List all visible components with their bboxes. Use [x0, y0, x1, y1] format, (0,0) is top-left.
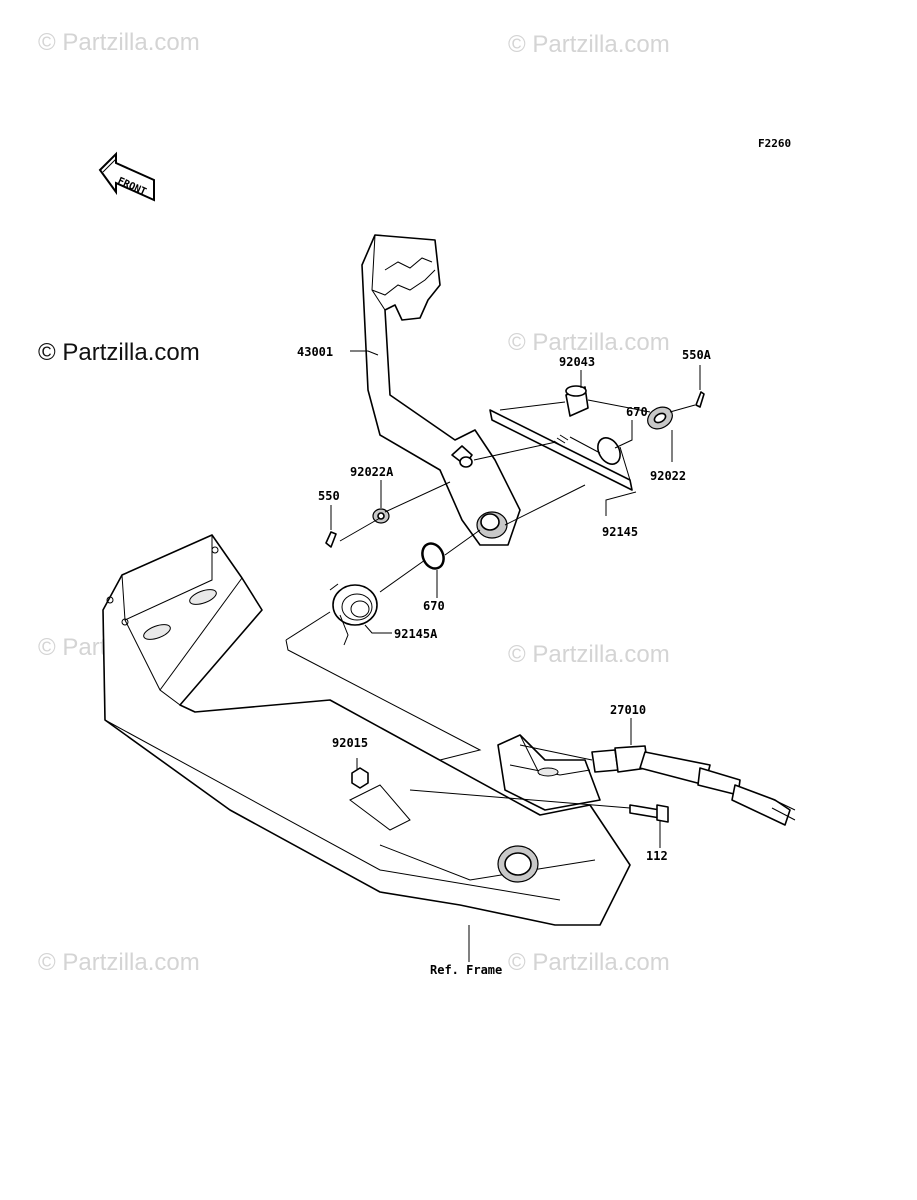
washer-92022a	[372, 508, 390, 524]
frame-drawing	[102, 534, 631, 926]
part-label-27010[interactable]: 27010	[610, 703, 646, 717]
part-label-670-lower[interactable]: 670	[423, 599, 445, 613]
part-label-92145[interactable]: 92145	[602, 525, 638, 539]
brake-switch-drawing	[591, 745, 796, 826]
watermark-main: © Partzilla.com	[38, 339, 200, 366]
o-ring-upper	[597, 437, 621, 465]
cotter-pin-550a	[695, 391, 705, 408]
watermark-right-lower: © Partzilla.com	[508, 641, 670, 668]
clevis-pin-drawing	[565, 385, 589, 417]
front-arrow-icon: FRONT	[98, 151, 155, 202]
washer-92022	[647, 406, 673, 430]
watermark-top-left: © Partzilla.com	[38, 29, 200, 56]
figure-code: F2260	[758, 137, 791, 150]
part-label-43001[interactable]: 43001	[297, 345, 333, 359]
watermark-bottom-left: © Partzilla.com	[38, 949, 200, 976]
part-label-92022a[interactable]: 92022A	[350, 465, 394, 479]
part-labels: 43001 92043 550A 670 92022 92022A 550 92…	[297, 345, 712, 977]
part-label-112[interactable]: 112	[646, 849, 668, 863]
nut-92015	[351, 767, 369, 789]
return-spring-drawing	[489, 409, 633, 491]
brake-pedal-drawing	[361, 234, 521, 546]
cotter-pin-550	[325, 531, 337, 548]
watermark-mid-right: © Partzilla.com	[508, 329, 670, 356]
part-label-550a[interactable]: 550A	[682, 348, 712, 362]
part-label-92145a[interactable]: 92145A	[394, 627, 438, 641]
part-label-92022[interactable]: 92022	[650, 469, 686, 483]
torsion-spring-drawing	[329, 583, 378, 646]
part-label-550[interactable]: 550	[318, 489, 340, 503]
bolt-112-drawing	[629, 804, 669, 823]
watermark-top-right: © Partzilla.com	[508, 31, 670, 58]
watermark-bottom-right: © Partzilla.com	[508, 949, 670, 976]
switch-bracket	[497, 734, 601, 811]
part-label-92043[interactable]: 92043	[559, 355, 595, 369]
part-label-92015[interactable]: 92015	[332, 736, 368, 750]
reference-frame-label: Ref. Frame	[430, 963, 502, 977]
leader-lines	[285, 350, 701, 962]
part-label-670-upper[interactable]: 670	[626, 405, 648, 419]
o-ring-lower	[421, 542, 445, 570]
